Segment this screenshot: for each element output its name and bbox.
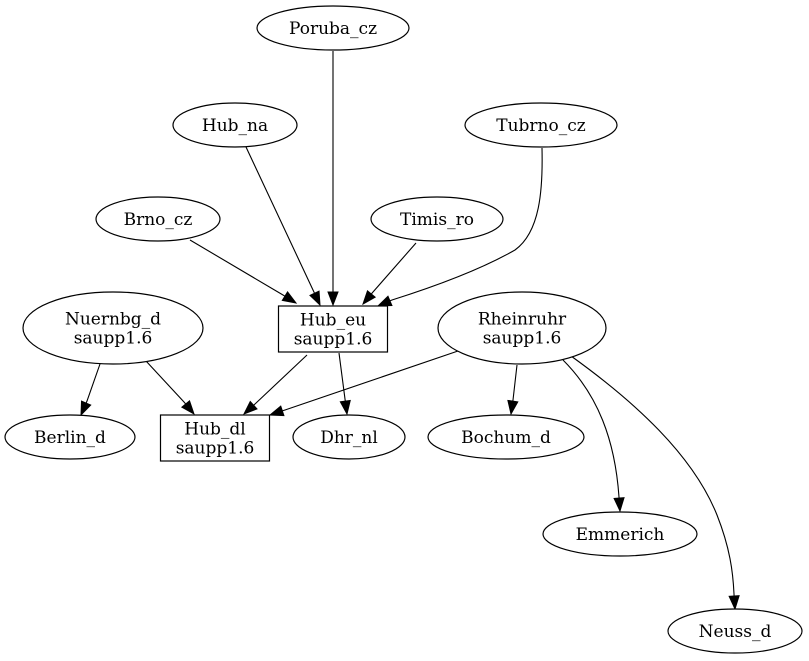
node-label: Tubrno_cz — [496, 116, 586, 136]
node-ellipse — [427, 414, 585, 460]
node-berlin-d: Berlin_d — [4, 414, 136, 460]
node-label: Bochum_d — [461, 428, 551, 448]
node-label: saupp1.6 — [176, 439, 255, 459]
node-poruba-cz: Poruba_cz — [256, 5, 410, 51]
edge-poruba-to-hubeu — [327, 51, 339, 307]
node-ellipse — [256, 5, 410, 51]
arrowhead — [281, 291, 298, 304]
edge-hubeu-to-dhr — [338, 352, 351, 416]
node-brno-cz: Brno_cz — [95, 196, 221, 242]
node-label: Poruba_cz — [289, 19, 377, 39]
edge-tubrno-to-hubeu — [376, 147, 543, 307]
edge-line — [338, 352, 346, 402]
node-label: Hub_eu — [300, 311, 366, 331]
node-label: saupp1.6 — [483, 329, 562, 349]
edge-rheinruhr-to-bochum — [507, 364, 519, 416]
arrowhead — [339, 399, 351, 416]
edge-line — [85, 363, 101, 404]
edge-rheinruhr-to-neuss — [570, 355, 740, 611]
node-label: Berlin_d — [34, 428, 106, 448]
arrowhead — [613, 497, 625, 513]
arrowhead — [362, 289, 377, 306]
node-label: Nuernbg_d — [65, 310, 161, 330]
edge-line — [389, 147, 543, 302]
node-ellipse — [172, 102, 298, 148]
arrowhead — [242, 400, 258, 415]
edge-line — [370, 242, 417, 295]
node-dhr-nl: Dhr_nl — [292, 414, 406, 460]
node-ellipse — [292, 414, 406, 460]
edge-rheinruhr-to-emmerich — [562, 359, 625, 513]
node-box — [159, 414, 271, 462]
edge-line — [145, 360, 187, 405]
node-label: Rheinruhr — [478, 310, 567, 330]
arrowhead — [507, 399, 519, 416]
arrowhead — [728, 595, 740, 611]
edge-hubna-to-hubeu — [245, 146, 321, 307]
node-ellipse — [667, 608, 803, 654]
arrowhead — [309, 290, 321, 307]
node-label: Hub_dl — [184, 420, 245, 440]
node-neuss-d: Neuss_d — [667, 608, 803, 654]
node-label: saupp1.6 — [74, 329, 153, 349]
edge-nuernbg-to-hubdl — [145, 360, 195, 416]
node-label: Emmerich — [576, 525, 665, 545]
node-ellipse — [464, 102, 618, 148]
node-label: Dhr_nl — [320, 428, 378, 448]
node-ellipse — [437, 291, 607, 365]
edge-nuernbg-to-berlin — [80, 363, 101, 417]
arrowhead — [327, 291, 339, 307]
arrowhead — [80, 400, 92, 417]
arrowhead — [268, 405, 285, 417]
arrowhead — [180, 399, 195, 416]
node-ellipse — [542, 511, 698, 557]
node-tubrno-cz: Tubrno_cz — [464, 102, 618, 148]
node-label: Neuss_d — [699, 622, 772, 642]
node-ellipse — [22, 291, 204, 365]
edge-line — [562, 359, 620, 499]
edge-rheinruhr-to-hubdl — [268, 350, 459, 417]
arrowhead — [376, 295, 393, 307]
node-label: Brno_cz — [124, 210, 193, 230]
node-hub-na: Hub_na — [172, 102, 298, 148]
edge-line — [282, 350, 459, 412]
edge-line — [253, 354, 308, 406]
edge-line — [570, 355, 735, 597]
node-label: Timis_ro — [400, 210, 474, 230]
edge-line — [245, 146, 315, 294]
node-ellipse — [4, 414, 136, 460]
node-ellipse — [370, 196, 504, 242]
edge-hubeu-to-hubdl — [242, 354, 308, 415]
node-label: Hub_na — [202, 116, 268, 136]
node-box — [277, 305, 389, 353]
node-timis-ro: Timis_ro — [370, 196, 504, 242]
node-label: saupp1.6 — [294, 330, 373, 350]
edge-timis-to-hubeu — [362, 242, 417, 306]
edge-line — [189, 239, 286, 297]
edge-brno-to-hubeu — [189, 239, 298, 304]
node-bochum-d: Bochum_d — [427, 414, 585, 460]
edge-line — [512, 364, 518, 402]
node-emmerich: Emmerich — [542, 511, 698, 557]
node-ellipse — [95, 196, 221, 242]
edges-layer — [80, 51, 740, 611]
